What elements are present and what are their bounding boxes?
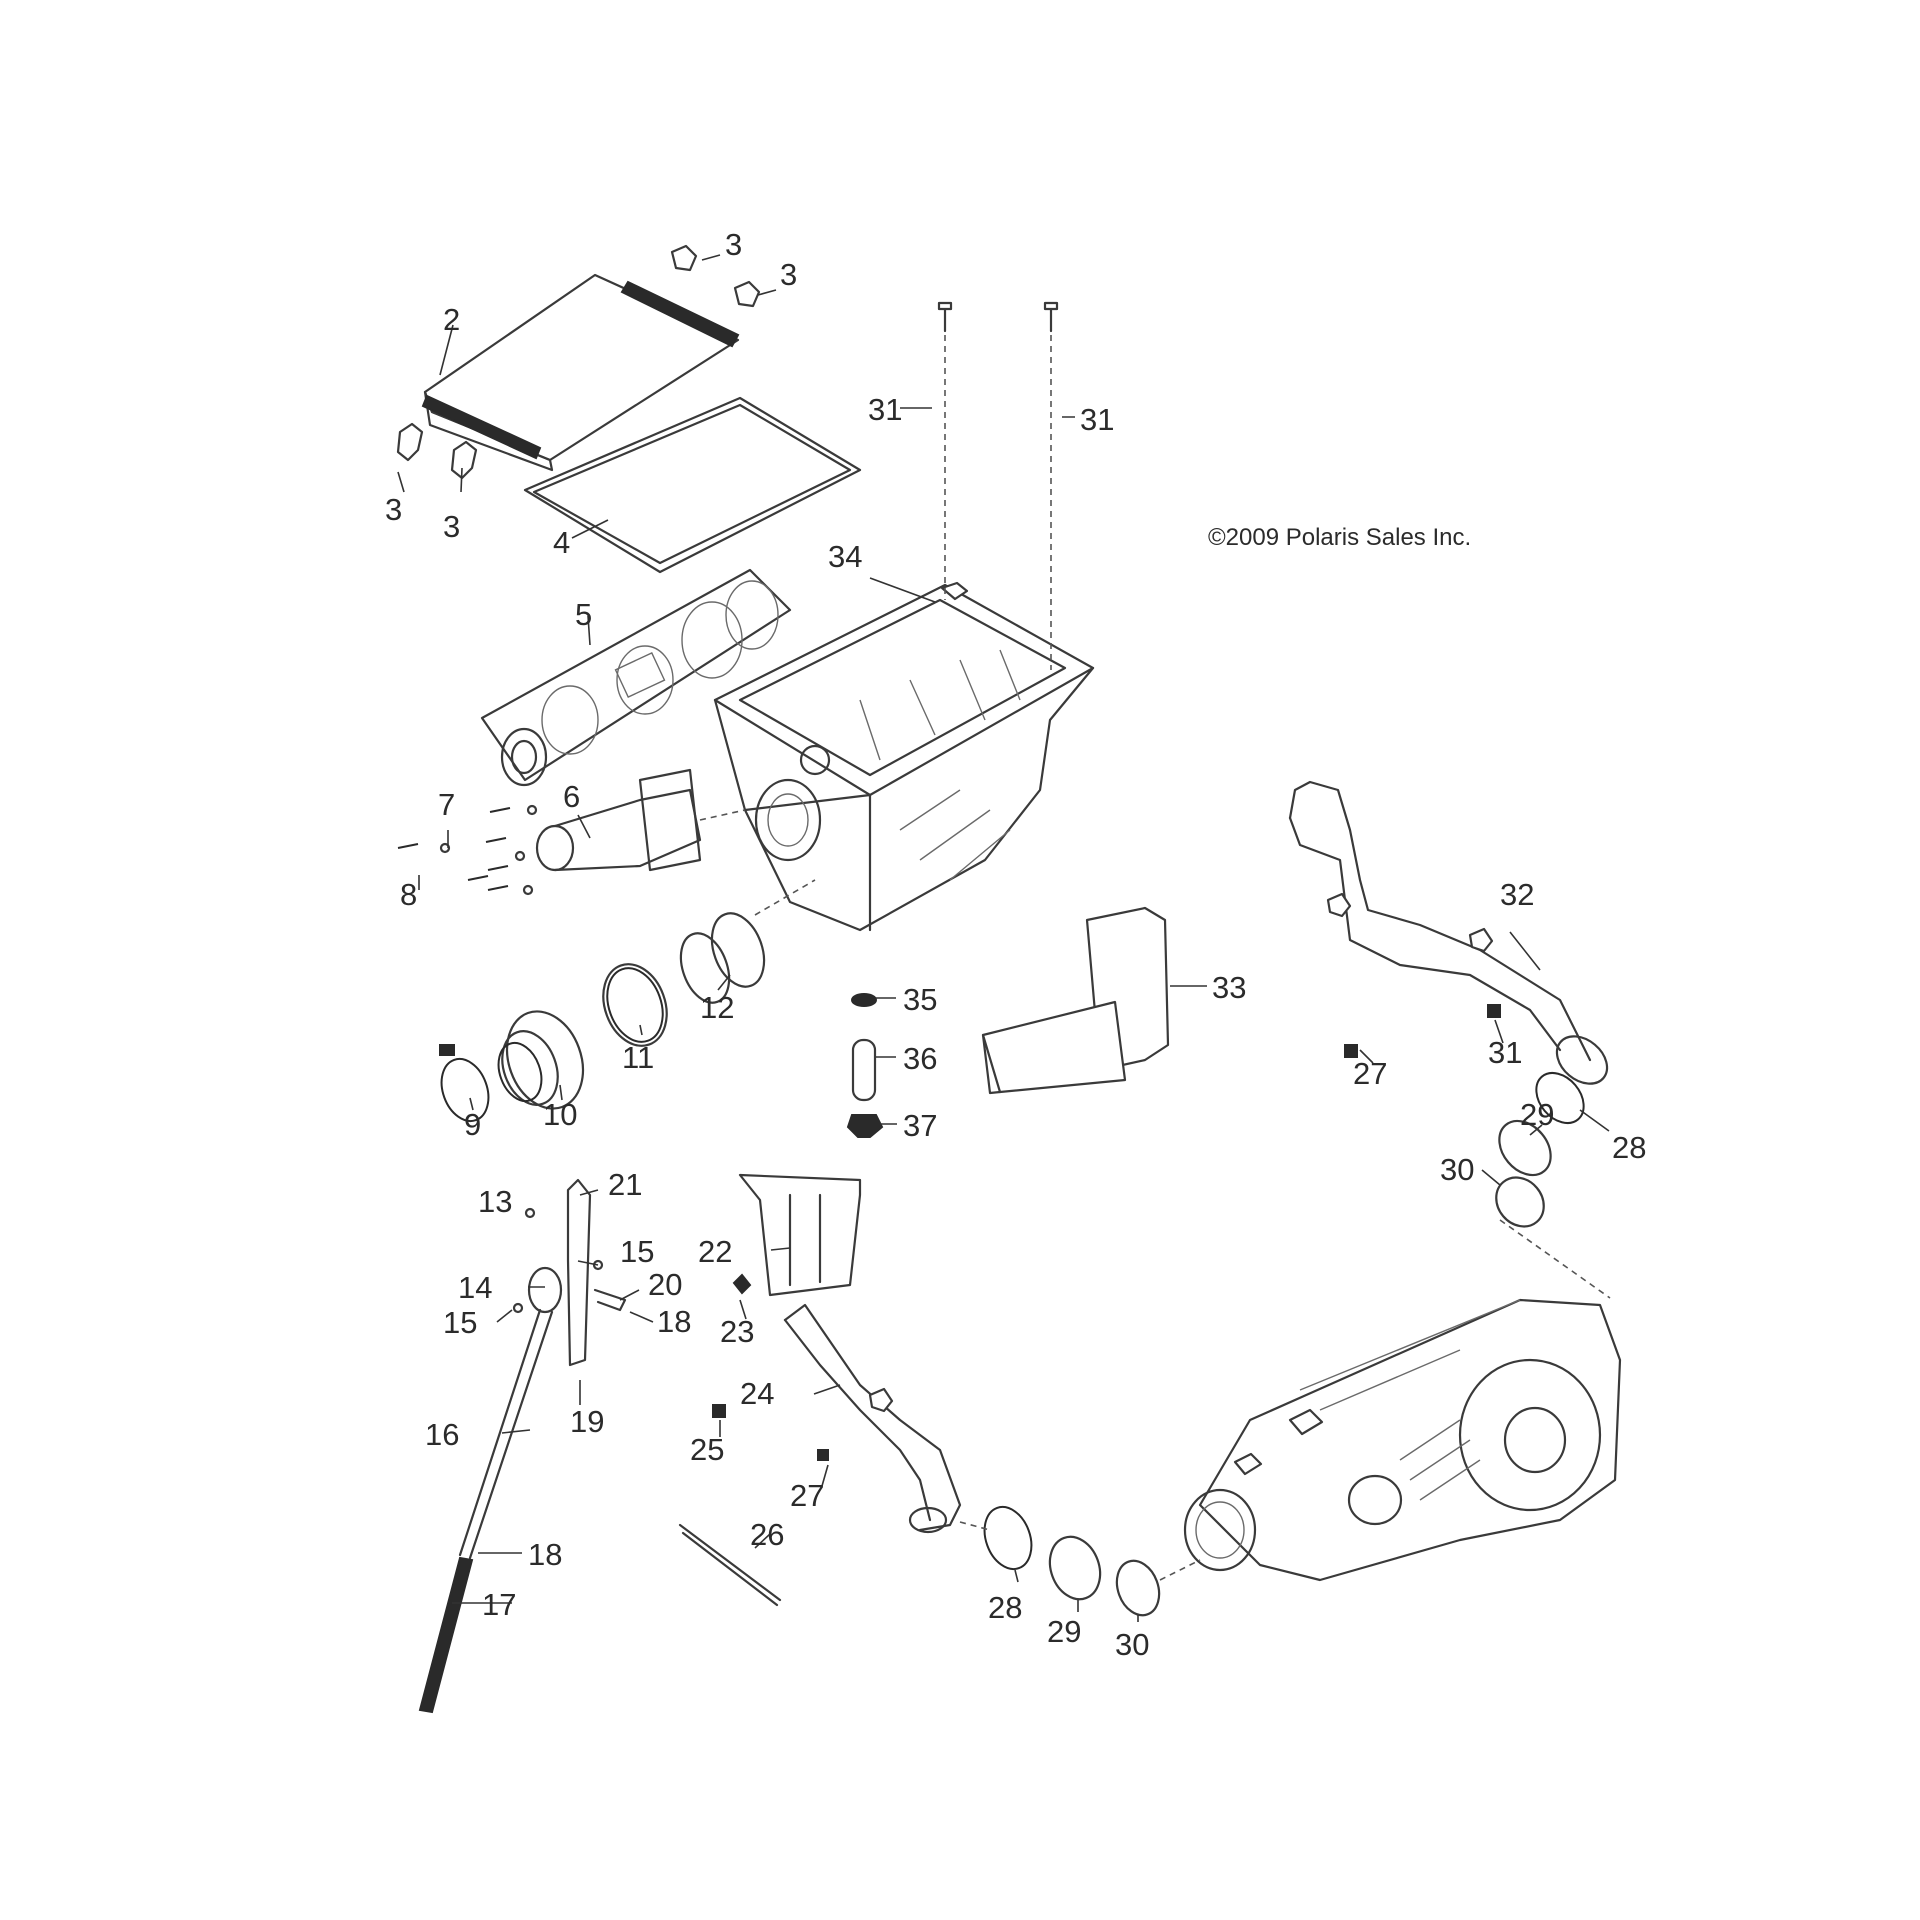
callout-37: 37 (903, 1108, 937, 1143)
callout-13: 13 (478, 1184, 512, 1219)
callout-12: 12 (700, 990, 734, 1025)
callout-30b: 30 (1115, 1627, 1149, 1662)
callout-34: 34 (828, 539, 862, 574)
callout-28a: 28 (1612, 1130, 1646, 1165)
callout-6: 6 (563, 779, 580, 814)
callout-21: 21 (608, 1167, 642, 1202)
drain-parts (846, 993, 884, 1138)
callout-10: 10 (543, 1097, 577, 1132)
callout-25: 25 (690, 1432, 724, 1467)
callout-17: 17 (482, 1587, 516, 1622)
callout-19: 19 (570, 1404, 604, 1439)
callout-3d: 3 (443, 509, 460, 544)
callout-24: 24 (740, 1376, 774, 1411)
callout-31c: 31 (1488, 1035, 1522, 1070)
airbox-bolts (937, 301, 1059, 670)
callout-3b: 3 (780, 257, 797, 292)
lower-intake-hose (712, 1303, 962, 1534)
callout-15a: 15 (620, 1234, 654, 1269)
callout-29a: 29 (1520, 1097, 1554, 1132)
callout-3c: 3 (385, 492, 402, 527)
callout-32: 32 (1500, 877, 1534, 912)
strap (678, 1523, 782, 1607)
intake-boot-group (439, 879, 816, 1122)
callout-36: 36 (903, 1041, 937, 1076)
callout-35: 35 (903, 982, 937, 1017)
cover-clips (396, 244, 761, 480)
callout-30a: 30 (1440, 1152, 1474, 1187)
callout-27b: 27 (790, 1478, 824, 1513)
callout-3a: 3 (725, 227, 742, 262)
upper-intake-hose (1288, 780, 1609, 1085)
airbox-body (713, 581, 1095, 932)
callout-18a: 18 (657, 1304, 691, 1339)
callout-5: 5 (575, 597, 592, 632)
callout-29b: 29 (1047, 1614, 1081, 1649)
upper-clamp-group (1495, 1071, 1611, 1299)
duct (981, 906, 1170, 1095)
air-filter (480, 568, 792, 787)
breather-assembly (418, 1178, 627, 1714)
callout-11: 11 (622, 1040, 654, 1075)
callout-7: 7 (438, 787, 455, 822)
callout-14: 14 (458, 1270, 492, 1305)
callout-labels: 3 3 3 3 2 4 31 31 34 5 6 7 8 12 11 10 9 … (385, 227, 1646, 1662)
callout-20: 20 (648, 1267, 682, 1302)
cvt-housing (1183, 1298, 1622, 1582)
callout-4: 4 (553, 525, 570, 560)
callout-22: 22 (698, 1234, 732, 1269)
callout-9: 9 (464, 1107, 481, 1142)
cover-gasket (523, 396, 862, 574)
callout-27a: 27 (1353, 1056, 1387, 1091)
airbox-cover (421, 273, 740, 472)
copyright-notice: ©2009 Polaris Sales Inc. (1208, 524, 1471, 551)
callout-2: 2 (443, 302, 460, 337)
callout-33: 33 (1212, 970, 1246, 1005)
callout-31b: 31 (1080, 402, 1114, 437)
callout-16: 16 (425, 1417, 459, 1452)
callout-23: 23 (720, 1314, 754, 1349)
callout-15b: 15 (443, 1305, 477, 1340)
callout-28b: 28 (988, 1590, 1022, 1625)
callout-8: 8 (400, 877, 417, 912)
outlet-tube (397, 768, 746, 896)
lower-clamp-group (959, 1506, 1201, 1617)
callout-31a: 31 (868, 392, 902, 427)
callout-18b: 18 (528, 1537, 562, 1572)
callout-26: 26 (750, 1517, 784, 1552)
leader-lines (397, 254, 1610, 1622)
intake-bracket (732, 1173, 862, 1297)
